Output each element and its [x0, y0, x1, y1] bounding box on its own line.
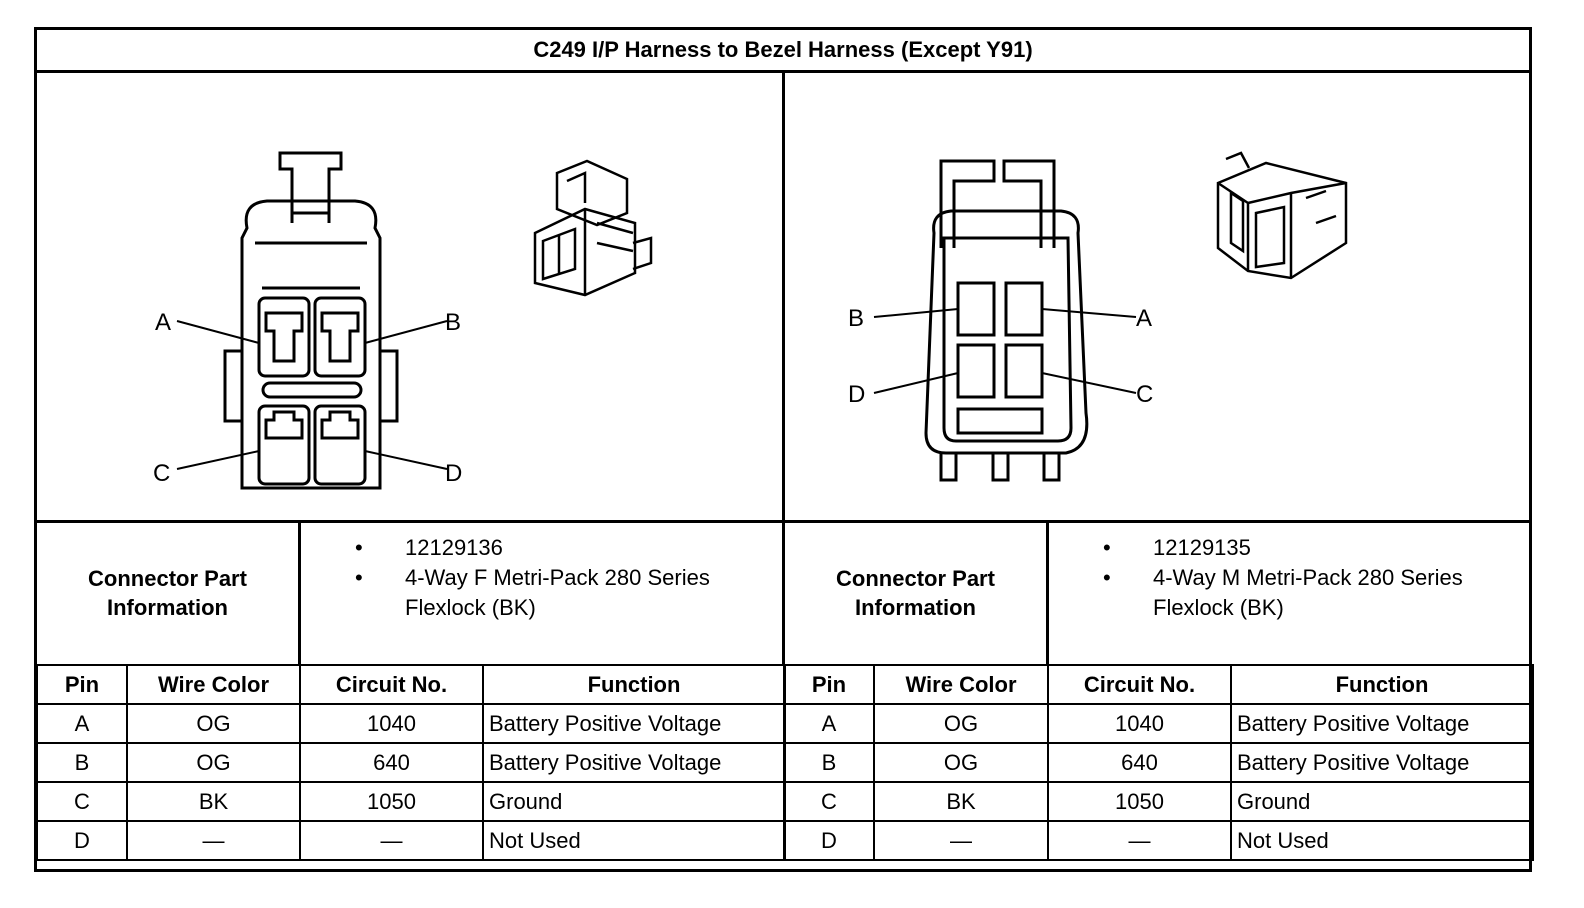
male-connector-iso-icon: [1216, 151, 1348, 280]
female-connector-iso-icon: [533, 159, 653, 297]
male-pin-leaders: [873, 308, 1137, 394]
female-connector-diagram: A B C D: [37, 73, 783, 522]
pin-cell: D: [783, 820, 875, 861]
center-info-divider: [782, 520, 785, 665]
pin-cell: A: [36, 703, 128, 744]
left-part-description: 4-Way F Metri-Pack 280 Series Flexlock (…: [355, 563, 775, 623]
table-row: B OG 640 Battery Positive Voltage: [783, 742, 1534, 783]
pin-cell: B: [783, 742, 875, 783]
pin-cell: C: [36, 781, 128, 822]
female-pin-label-c: C: [153, 460, 170, 487]
right-pin-table: Pin Wire Color Circuit No. Function A OG…: [783, 664, 1534, 861]
female-pin-label-b: B: [445, 309, 461, 336]
circuit-cell: 1050: [1047, 781, 1232, 822]
pin-cell: B: [36, 742, 128, 783]
table-row: A OG 1040 Battery Positive Voltage: [783, 703, 1534, 744]
wire-color-cell: OG: [873, 703, 1049, 744]
function-cell: Ground: [482, 781, 786, 822]
table-row: C BK 1050 Ground: [783, 781, 1534, 822]
table-row: A OG 1040 Battery Positive Voltage: [36, 703, 786, 744]
circuit-header: Circuit No.: [299, 664, 484, 705]
female-pin-label-d: D: [445, 460, 462, 487]
table-row: D — — Not Used: [36, 820, 786, 861]
right-part-description: 4-Way M Metri-Pack 280 Series Flexlock (…: [1103, 563, 1523, 623]
male-pin-label-c: C: [1136, 381, 1153, 408]
wire-color-header: Wire Color: [873, 664, 1049, 705]
circuit-cell: 1050: [299, 781, 484, 822]
left-connector-part-info-label: Connector Part Information: [88, 566, 247, 620]
male-pin-label-d: D: [848, 381, 865, 408]
connector-sheet: C249 I/P Harness to Bezel Harness (Excep…: [34, 27, 1534, 872]
diagram-divider: [782, 73, 785, 523]
right-connector-part-info-label: Connector Part Information: [836, 566, 995, 620]
pin-cell: C: [783, 781, 875, 822]
table-row: C BK 1050 Ground: [36, 781, 786, 822]
left-info-divider: [298, 520, 301, 665]
wire-color-cell: —: [873, 820, 1049, 861]
function-cell: Battery Positive Voltage: [482, 742, 786, 783]
right-part-number: 12129135: [1103, 533, 1523, 563]
wire-color-cell: BK: [126, 781, 301, 822]
circuit-cell: —: [299, 820, 484, 861]
male-connector-face: [924, 159, 1089, 482]
left-connector-part-info: 12129136 4-Way F Metri-Pack 280 Series F…: [355, 533, 775, 623]
table-header-row: Pin Wire Color Circuit No. Function: [783, 664, 1534, 705]
circuit-header: Circuit No.: [1047, 664, 1232, 705]
right-connector-part-info: 12129135 4-Way M Metri-Pack 280 Series F…: [1103, 533, 1523, 623]
pin-header: Pin: [36, 664, 128, 705]
circuit-cell: 640: [299, 742, 484, 783]
function-header: Function: [482, 664, 786, 705]
table-header-row: Pin Wire Color Circuit No. Function: [36, 664, 786, 705]
wire-color-header: Wire Color: [126, 664, 301, 705]
male-pin-label-b: B: [848, 305, 864, 332]
page-title: C249 I/P Harness to Bezel Harness (Excep…: [37, 30, 1529, 73]
function-cell: Ground: [1230, 781, 1534, 822]
pin-header: Pin: [783, 664, 875, 705]
table-row: D — — Not Used: [783, 820, 1534, 861]
pin-cell: A: [783, 703, 875, 744]
table-row: B OG 640 Battery Positive Voltage: [36, 742, 786, 783]
wire-color-cell: OG: [126, 742, 301, 783]
circuit-cell: —: [1047, 820, 1232, 861]
wire-color-cell: BK: [873, 781, 1049, 822]
female-pin-leaders: [176, 320, 448, 470]
wire-color-cell: —: [126, 820, 301, 861]
function-cell: Not Used: [482, 820, 786, 861]
circuit-cell: 1040: [1047, 703, 1232, 744]
male-pin-label-a: A: [1136, 305, 1152, 332]
function-cell: Battery Positive Voltage: [1230, 703, 1534, 744]
left-pin-table: Pin Wire Color Circuit No. Function A OG…: [36, 664, 786, 861]
right-info-divider: [1046, 520, 1049, 665]
function-cell: Battery Positive Voltage: [482, 703, 786, 744]
female-connector-face: [223, 151, 399, 490]
function-header: Function: [1230, 664, 1534, 705]
pin-cell: D: [36, 820, 128, 861]
function-cell: Battery Positive Voltage: [1230, 742, 1534, 783]
left-part-number: 12129136: [355, 533, 775, 563]
circuit-cell: 640: [1047, 742, 1232, 783]
function-cell: Not Used: [1230, 820, 1534, 861]
wire-color-cell: OG: [873, 742, 1049, 783]
male-connector-diagram: A B C D: [786, 73, 1529, 522]
female-pin-label-a: A: [155, 309, 171, 336]
circuit-cell: 1040: [299, 703, 484, 744]
wire-color-cell: OG: [126, 703, 301, 744]
